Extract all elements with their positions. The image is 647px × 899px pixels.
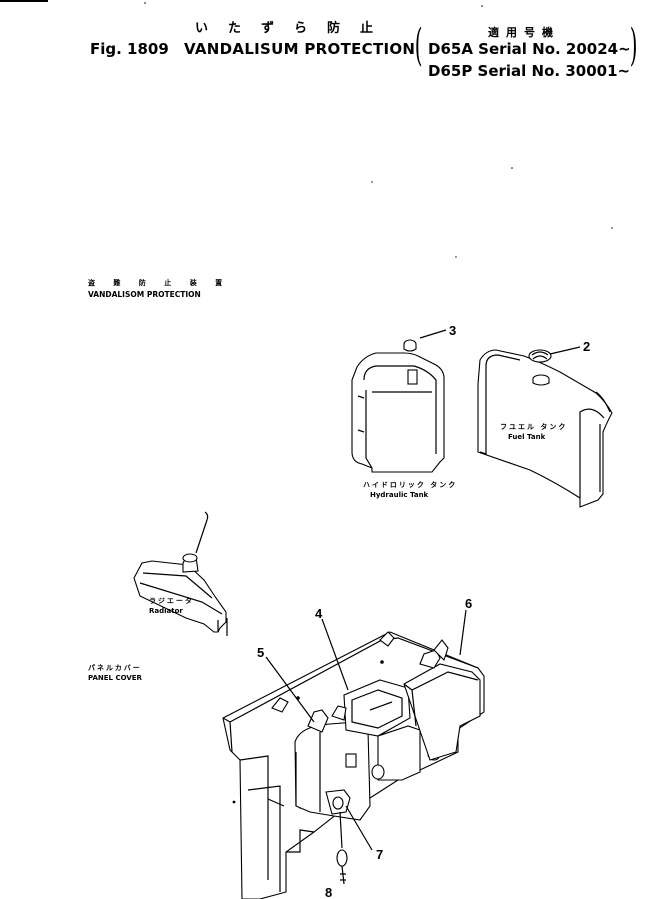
fuel-tank-drawing [477, 349, 613, 508]
hydraulic-tank-label-jp: ハイドロリック タンク [363, 481, 458, 489]
callout-5: 5 [257, 645, 264, 660]
print-specks [144, 2, 613, 258]
fuel-tank-label: Fuel Tank [508, 433, 546, 441]
cap-3-drawing [403, 339, 417, 352]
callout-6: 6 [465, 596, 472, 611]
left-paren-glyph: ( [414, 20, 423, 71]
serial-heading-japanese: 適用号機 [488, 26, 560, 39]
fuel-tank-label-jp: フユエル タンク [500, 423, 568, 431]
callout-numbers: 3 2 4 5 6 7 8 [257, 323, 590, 899]
radiator-label-jp: ラジエータ [149, 597, 194, 605]
callout-8: 8 [325, 885, 332, 899]
section-label-japanese: 盗 難 防 止 装 置 [88, 279, 231, 287]
figure-title: VANDALISUM PROTECTION [184, 40, 416, 58]
serial-range-d65a: D65A Serial No. 20024~ [428, 40, 631, 58]
hydraulic-tank-drawing [351, 352, 445, 473]
header-rule [0, 0, 48, 2]
leader-lines [265, 329, 581, 851]
section-label: VANDALISOM PROTECTION [88, 290, 201, 299]
hydraulic-tank-label: Hydraulic Tank [370, 491, 429, 499]
cap-2-drawing [528, 349, 552, 363]
callout-2: 2 [583, 339, 590, 354]
callout-3: 3 [449, 323, 456, 338]
panel-cover-label: PANEL COVER [88, 674, 142, 682]
figure-number: Fig. 1809 [90, 40, 169, 58]
right-paren-glyph: ) [629, 20, 638, 71]
title-japanese: いたずら防止 [195, 21, 394, 36]
lock-and-key-drawing [325, 789, 351, 885]
panel-cover-drawing [222, 631, 485, 899]
radiator-drawing [133, 511, 228, 636]
callout-7: 7 [376, 847, 383, 862]
radiator-label: Radiator [149, 607, 183, 615]
serial-range-d65p: D65P Serial No. 30001~ [428, 62, 631, 80]
panel-cover-label-jp: パネルカバー [88, 664, 142, 672]
callout-4: 4 [315, 606, 323, 621]
